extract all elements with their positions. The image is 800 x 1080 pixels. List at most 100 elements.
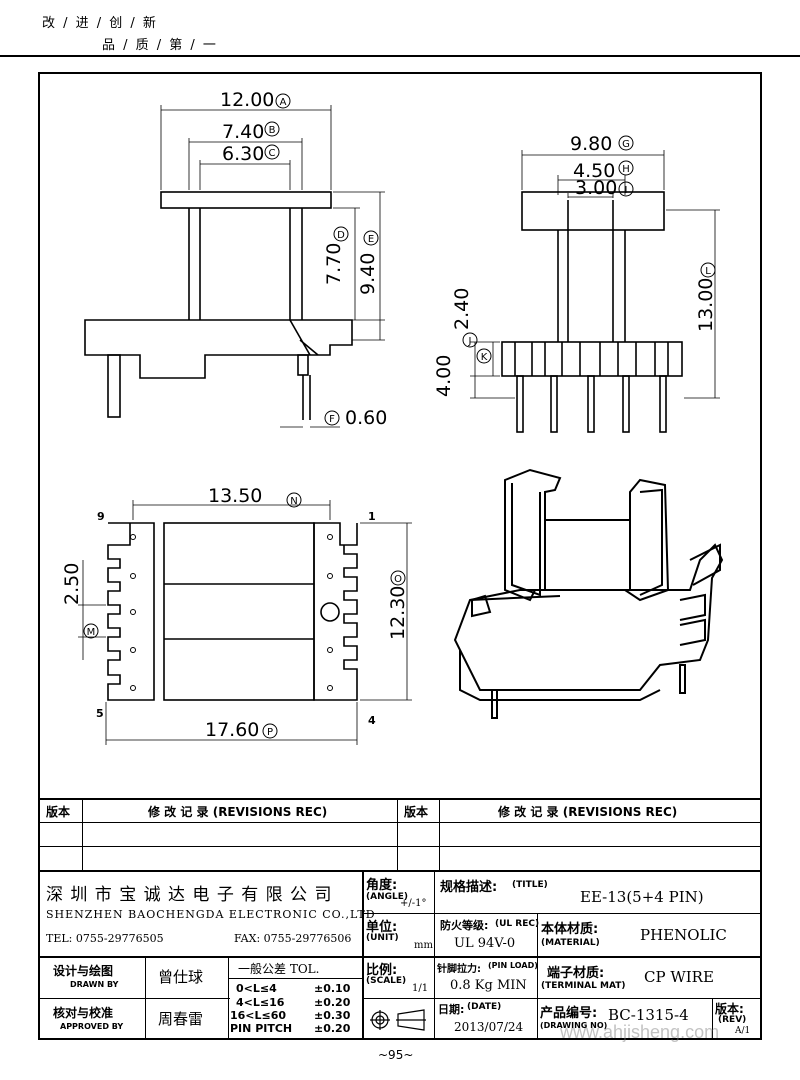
dim-h-value: 4.50 bbox=[573, 160, 615, 182]
drawn-value: 曾仕球 bbox=[158, 968, 204, 986]
material-label-en: (MATERIAL) bbox=[541, 938, 600, 948]
rev-vline-1 bbox=[82, 798, 83, 870]
unit-label-en: (UNIT) bbox=[366, 933, 399, 943]
marker-j: J bbox=[468, 336, 472, 347]
isometric-view bbox=[453, 468, 724, 719]
pin-label-5: 5 bbox=[96, 707, 104, 720]
title-label-en: (TITLE) bbox=[512, 880, 548, 890]
drawing-frame bbox=[38, 72, 762, 1040]
scale-label-en: (SCALE) bbox=[366, 976, 407, 986]
dim-n-value: 13.50 bbox=[208, 485, 262, 507]
marker-h: H bbox=[622, 164, 630, 175]
dim-m-value: 2.50 bbox=[61, 563, 83, 605]
rev-vline-2 bbox=[397, 798, 398, 870]
marker-e: E bbox=[368, 234, 374, 245]
angle-value: +/-1° bbox=[400, 898, 427, 909]
drawn-label: 设计与绘图 bbox=[53, 964, 114, 978]
ul-label: 防火等级: bbox=[440, 919, 489, 932]
dim-b-value: 7.40 bbox=[222, 121, 264, 143]
tol-value-2: ±0.20 bbox=[314, 996, 351, 1009]
dim-k-value: 4.00 bbox=[433, 355, 455, 397]
tb-hline-drawn bbox=[38, 998, 230, 999]
rev-rule-bottom bbox=[38, 870, 762, 872]
drawno-value: BC-1315-4 bbox=[608, 1006, 689, 1024]
rev-rule-1 bbox=[38, 822, 762, 823]
angle-label-en: (ANGLE) bbox=[366, 892, 408, 902]
pinload-label-en: (PIN LOAD) bbox=[488, 961, 538, 970]
slogan-line-1: 改 / 进 / 创 / 新 bbox=[42, 16, 158, 31]
dim-i-value: 3.00 bbox=[575, 177, 617, 199]
pinload-label: 针脚拉力: bbox=[437, 964, 481, 975]
rev-col-record-left: 修 改 记 录 (REVISIONS REC) bbox=[148, 805, 328, 819]
approved-label-en: APPROVED BY bbox=[60, 1022, 124, 1031]
side-dims bbox=[470, 150, 720, 399]
ul-value: UL 94V-0 bbox=[454, 936, 516, 951]
pin-label-1: 1 bbox=[368, 510, 376, 523]
page-number: ~95~ bbox=[378, 1048, 414, 1062]
pin-label-9: 9 bbox=[97, 510, 105, 523]
company-name-cn: 深 圳 市 宝 诚 达 电 子 有 限 公 司 bbox=[46, 885, 333, 905]
front-dims bbox=[160, 105, 385, 428]
scale-label: 比例: bbox=[366, 963, 398, 978]
header-rule bbox=[0, 55, 800, 57]
rev-col-ver-left: 版本 bbox=[46, 805, 71, 819]
tb-hline-tol bbox=[228, 978, 362, 979]
technical-drawing: 12.00 7.40 6.30 7.70 9.40 0.60 A B C D E… bbox=[61, 89, 724, 745]
tol-value-4: ±0.20 bbox=[314, 1022, 351, 1035]
date-label: 日期: bbox=[438, 1003, 465, 1016]
tol-range-4: PIN PITCH bbox=[230, 1022, 293, 1035]
pin-holes bbox=[130, 534, 333, 691]
watermark: www.ahjisheng.com bbox=[560, 1022, 720, 1042]
unit-label: 单位: bbox=[366, 920, 398, 935]
rev-rule-2 bbox=[38, 846, 762, 847]
tb-vline-tol bbox=[228, 956, 229, 1040]
approved-value: 周春雷 bbox=[158, 1010, 204, 1028]
tol-range-1: 0<L≤4 bbox=[236, 982, 277, 995]
marker-f: F bbox=[329, 414, 335, 425]
terminal-label-en: (TERMINAL MAT) bbox=[541, 981, 626, 991]
tb-vline-company bbox=[362, 870, 364, 1040]
company-fax: FAX: 0755-29776506 bbox=[234, 932, 352, 945]
front-view bbox=[84, 191, 353, 420]
dim-f-value: 0.60 bbox=[345, 407, 387, 429]
company-tel: TEL: 0755-29776505 bbox=[46, 932, 164, 945]
drawno-label-en: (DRAWING NO) bbox=[540, 1021, 608, 1030]
tb-vline-rev bbox=[712, 998, 713, 1040]
dim-j-value: 2.40 bbox=[451, 288, 473, 330]
approved-label: 核对与校准 bbox=[53, 1006, 114, 1020]
rev-col-record-right: 修 改 记 录 (REVISIONS REC) bbox=[498, 805, 678, 819]
marker-i: I bbox=[625, 185, 628, 196]
tolerance-title: 一般公差 TOL. bbox=[238, 962, 320, 976]
terminal-value: CP WIRE bbox=[644, 968, 714, 986]
rev-vline-3 bbox=[439, 798, 440, 870]
tb-vline-drawn bbox=[145, 956, 146, 1040]
marker-b: B bbox=[269, 125, 276, 136]
dim-c-value: 6.30 bbox=[222, 143, 264, 165]
rev-col-ver-right: 版本 bbox=[404, 805, 429, 819]
tb-hline-3 bbox=[362, 998, 762, 999]
rev-label: 版本: bbox=[715, 1002, 744, 1016]
marker-p: P bbox=[267, 727, 273, 738]
material-label: 本体材质: bbox=[541, 922, 599, 937]
marker-o: O bbox=[394, 574, 402, 585]
marker-k: K bbox=[481, 352, 488, 363]
rev-value: A/1 bbox=[735, 1026, 751, 1036]
company-name-en: SHENZHEN BAOCHENGDA ELECTRONIC CO.,LTD bbox=[46, 908, 376, 921]
bottom-dims bbox=[78, 500, 412, 745]
tol-value-1: ±0.10 bbox=[314, 982, 351, 995]
terminal-label: 端子材质: bbox=[547, 966, 605, 981]
ul-label-en: (UL REC) bbox=[495, 919, 540, 929]
dim-p-value: 17.60 bbox=[205, 719, 259, 741]
dim-a-value: 12.00 bbox=[220, 89, 274, 111]
title-label: 规格描述: bbox=[440, 880, 498, 895]
pin-label-4: 4 bbox=[368, 714, 376, 727]
date-value: 2013/07/24 bbox=[454, 1020, 524, 1034]
material-value: PHENOLIC bbox=[640, 926, 727, 944]
tb-vline-mid bbox=[537, 913, 538, 1040]
marker-m: M bbox=[87, 627, 96, 638]
slogan-line-2: 品 / 质 / 第 / 一 bbox=[102, 38, 218, 53]
dim-g-value: 9.80 bbox=[570, 133, 612, 155]
marker-l: L bbox=[705, 266, 711, 277]
tol-value-3: ±0.30 bbox=[314, 1009, 351, 1022]
drawn-label-en: DRAWN BY bbox=[70, 980, 119, 989]
